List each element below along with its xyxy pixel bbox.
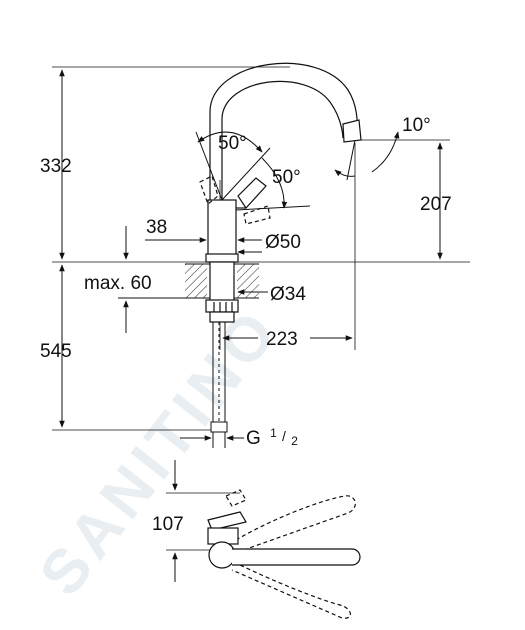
dimension-max-thickness: [118, 226, 185, 333]
connection-label: G 1 / 2: [246, 421, 298, 449]
connection-fraction-num: 1: [270, 426, 277, 440]
dimension-swivel-angle-top: [195, 131, 271, 201]
spout-tilt-label: 10°: [402, 115, 431, 136]
faucet-elevation: [199, 62, 362, 263]
connection-main: G: [246, 428, 261, 449]
spout-height-label: 207: [420, 194, 452, 215]
spout-reach-label: 223: [266, 329, 298, 350]
swivel-angle-side-label: 50°: [272, 167, 301, 188]
hole-diameter-label: Ø34: [270, 284, 306, 305]
connection-fraction-slash: /: [282, 428, 286, 444]
dimension-spout-tilt: [334, 131, 400, 181]
faucet-plan-view: [166, 489, 361, 619]
plan-depth-label: 107: [152, 514, 184, 535]
supply-hoses: [210, 322, 228, 448]
swivel-angle-top-label: 50°: [218, 133, 247, 154]
hose-length-label: 545: [40, 341, 72, 362]
lever-offset-label: 38: [146, 217, 167, 238]
max-thickness-label: max. 60: [84, 273, 152, 294]
mounting-shank: [205, 261, 239, 323]
dimension-swivel-angle-side: [235, 157, 311, 211]
total-height-label: 332: [40, 156, 72, 177]
connection-fraction-den: 2: [291, 434, 298, 448]
base-diameter-label: Ø50: [265, 232, 301, 253]
